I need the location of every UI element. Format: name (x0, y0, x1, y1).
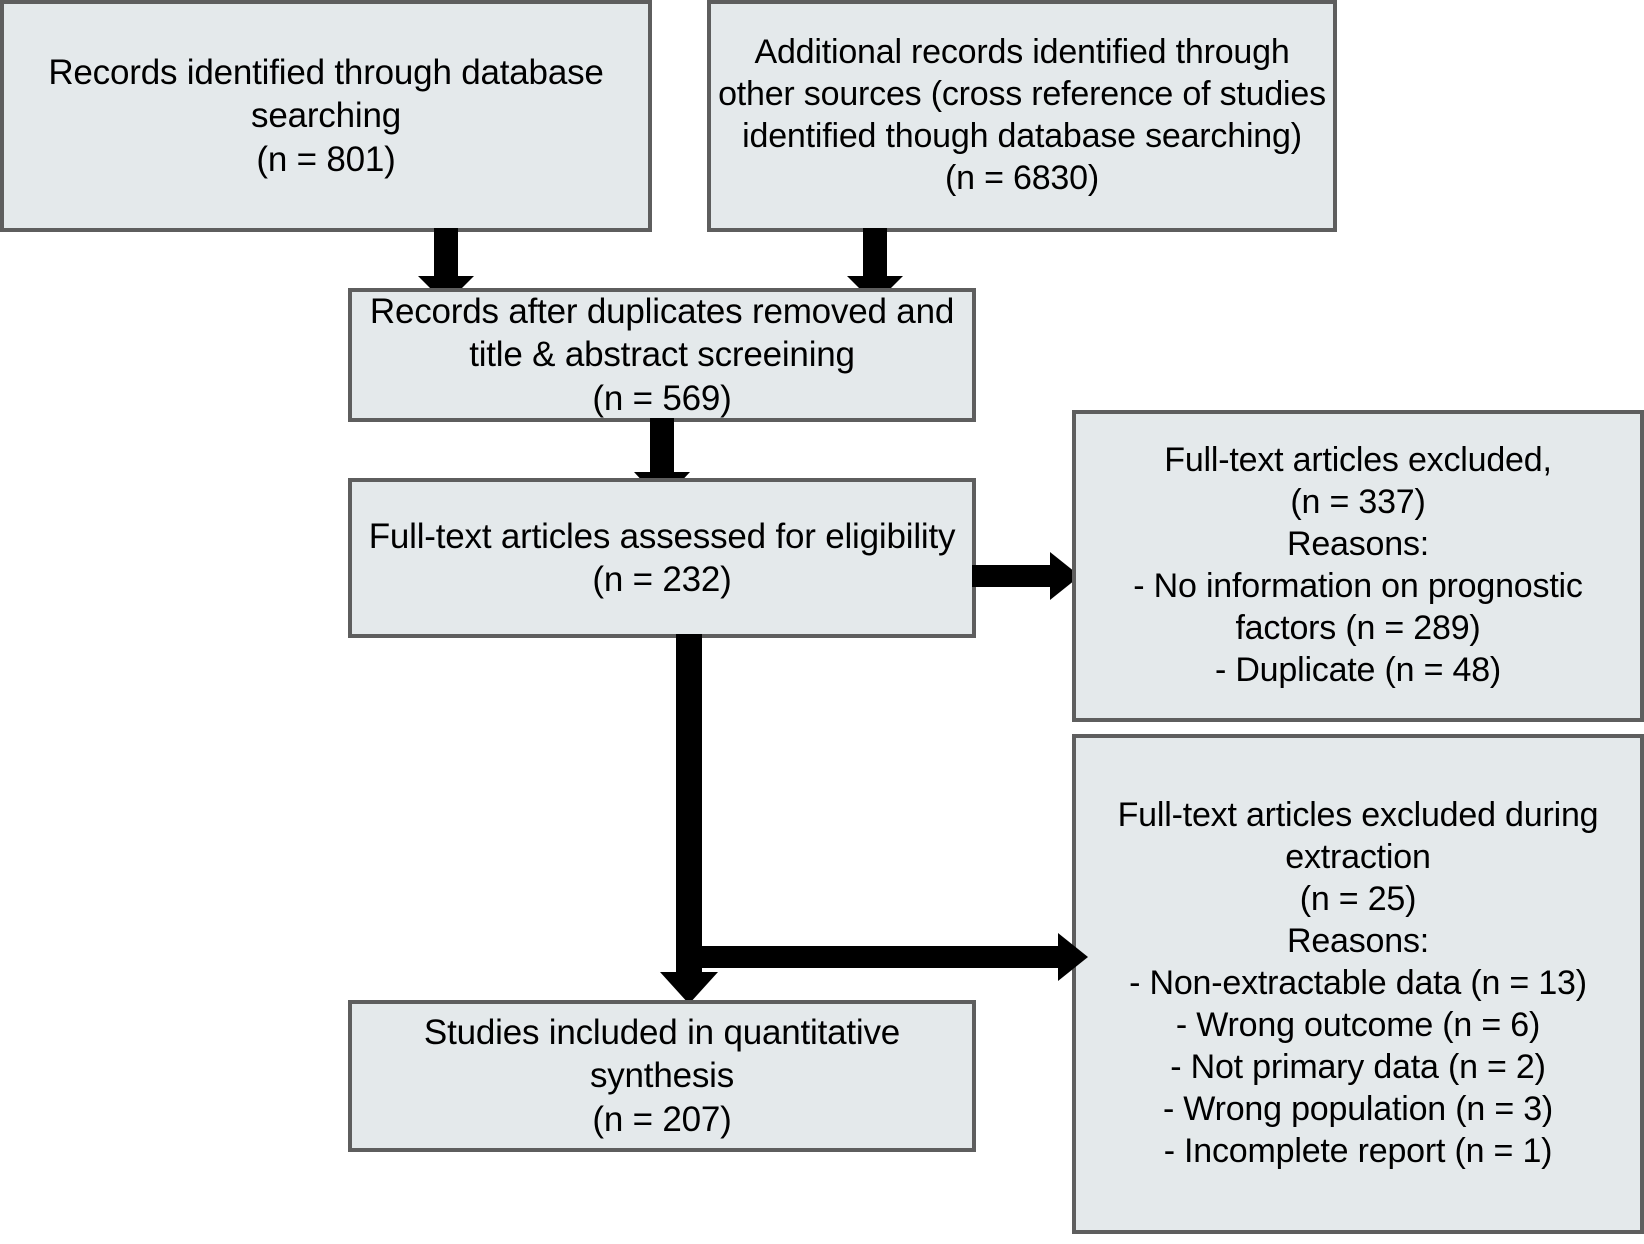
box-fulltext-excluded-text: Full-text articles excluded, (n = 337) R… (1133, 441, 1583, 689)
box-records-after-duplicates: Records after duplicates removed and tit… (348, 288, 976, 422)
box-fulltext-assessed-eligibility-text: Full-text articles assessed for eligibil… (368, 516, 956, 599)
box-studies-included: Studies included in quantitative synthes… (348, 1000, 976, 1152)
box-additional-records-other-sources-text: Additional records identified through ot… (718, 33, 1326, 197)
arrow-down-icon (660, 634, 718, 1004)
box-records-after-duplicates-text: Records after duplicates removed and tit… (369, 292, 955, 418)
box-studies-included-text: Studies included in quantitative synthes… (423, 1013, 901, 1139)
box-fulltext-excluded-extraction-text: Full-text articles excluded during extra… (1117, 796, 1599, 1170)
arrow-down-icon (847, 228, 903, 304)
box-fulltext-excluded-extraction: Full-text articles excluded during extra… (1072, 734, 1644, 1234)
arrow-eligibility-to-excluded (972, 552, 1080, 600)
arrow-down-icon (418, 228, 474, 304)
box-additional-records-other-sources: Additional records identified through ot… (707, 0, 1337, 232)
box-fulltext-assessed-eligibility: Full-text articles assessed for eligibil… (348, 478, 976, 638)
arrow-database-to-dedup (416, 228, 476, 304)
box-records-database-searching: Records identified through database sear… (0, 0, 652, 232)
box-records-database-searching-text: Records identified through database sear… (48, 53, 604, 179)
arrow-right-icon (676, 933, 1088, 981)
arrow-right-icon (972, 552, 1080, 600)
arrow-other-sources-to-dedup (845, 228, 905, 304)
arrow-eligibility-to-extraction-and-included (636, 634, 1088, 1004)
box-fulltext-excluded: Full-text articles excluded, (n = 337) R… (1072, 410, 1644, 722)
